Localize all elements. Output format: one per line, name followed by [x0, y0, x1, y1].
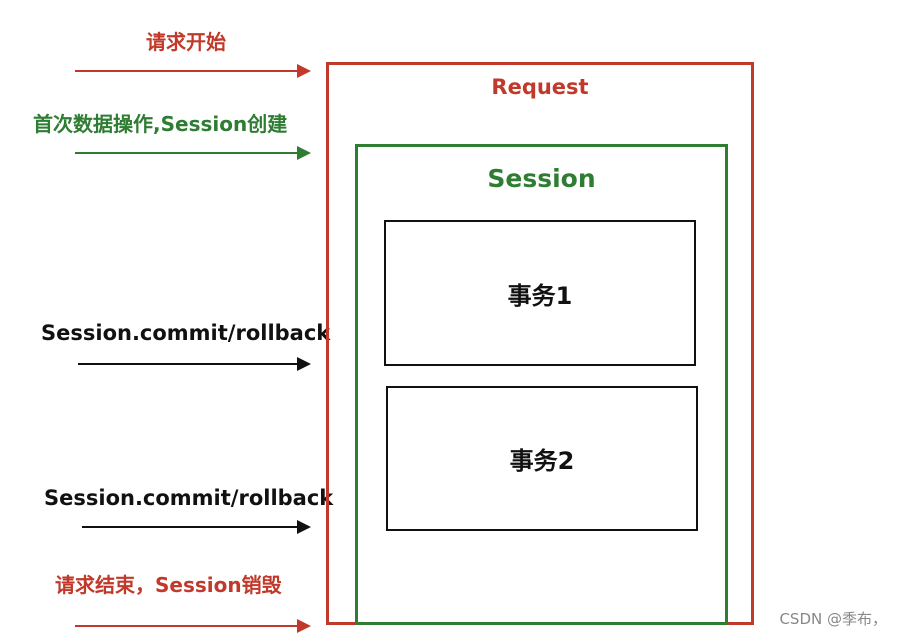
arrow-commit-1 [78, 357, 311, 371]
arrow-commit-2 [82, 520, 311, 534]
label-commit-2: Session.commit/rollback [44, 486, 334, 510]
transaction-label-2: 事务2 [509, 447, 575, 475]
label-request-end: 请求结束，Session销毁 [55, 573, 282, 597]
session-box [355, 144, 728, 625]
label-session-create: 首次数据操作,Session创建 [33, 112, 288, 136]
arrow-request-end [75, 619, 311, 633]
request-title: Request [491, 75, 589, 99]
watermark: CSDN @季布， [779, 610, 887, 628]
transaction-box-1: 事务1 [384, 220, 696, 366]
label-request-start: 请求开始 [146, 30, 226, 54]
session-title: Session [487, 164, 596, 193]
transaction-box-2: 事务2 [386, 386, 698, 531]
arrow-request-start [75, 64, 311, 78]
label-commit-1: Session.commit/rollback [41, 321, 331, 345]
transaction-label-1: 事务1 [507, 281, 573, 310]
arrow-session-create [75, 146, 311, 160]
